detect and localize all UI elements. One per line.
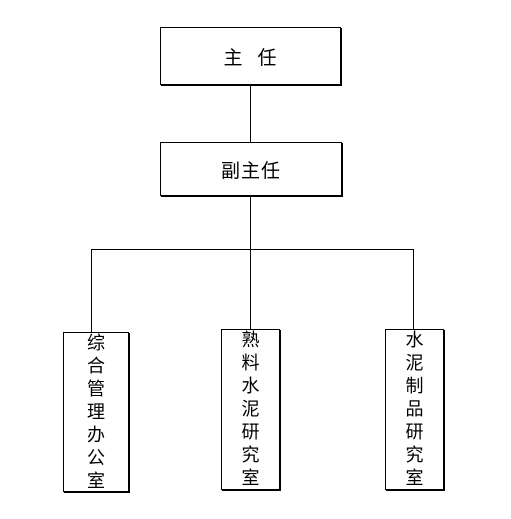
label-character: 室 (241, 468, 260, 489)
label-character: 料 (241, 353, 260, 374)
department-box-general-office: 综合管理办公室 (63, 332, 129, 492)
department-box-clinker-cement-lab: 熟料水泥研究室 (221, 329, 280, 490)
deputy-director-box: 副主任 (160, 142, 342, 196)
label-character: 究 (241, 445, 260, 466)
label-character: 熟 (241, 330, 260, 351)
label-character: 公 (87, 447, 105, 469)
label-character: 品 (405, 399, 424, 420)
department-box-cement-products-lab: 水泥制品研究室 (385, 329, 444, 490)
label-character: 综 (87, 332, 105, 354)
label-character: 办 (87, 424, 105, 446)
label-character: 研 (405, 422, 424, 443)
department-label-clinker-cement-lab: 熟料水泥研究室 (242, 329, 260, 490)
label-character: 泥 (241, 399, 260, 420)
department-label-general-office: 综合管理办公室 (87, 332, 105, 493)
label-character: 水 (405, 330, 424, 351)
label-character: 合 (87, 355, 105, 377)
label-character: 泥 (405, 353, 424, 374)
label-character: 室 (87, 470, 105, 492)
label-character: 管 (87, 378, 105, 400)
label-character: 水 (241, 376, 260, 397)
label-character: 理 (87, 401, 105, 423)
director-box: 主 任 (160, 27, 341, 85)
label-character: 研 (241, 422, 260, 443)
department-label-cement-products-lab: 水泥制品研究室 (406, 329, 424, 490)
label-character: 室 (405, 468, 424, 489)
director-label: 主 任 (223, 46, 278, 69)
label-character: 究 (405, 445, 424, 466)
deputy-director-label: 副主任 (220, 159, 281, 182)
label-character: 制 (405, 376, 424, 397)
